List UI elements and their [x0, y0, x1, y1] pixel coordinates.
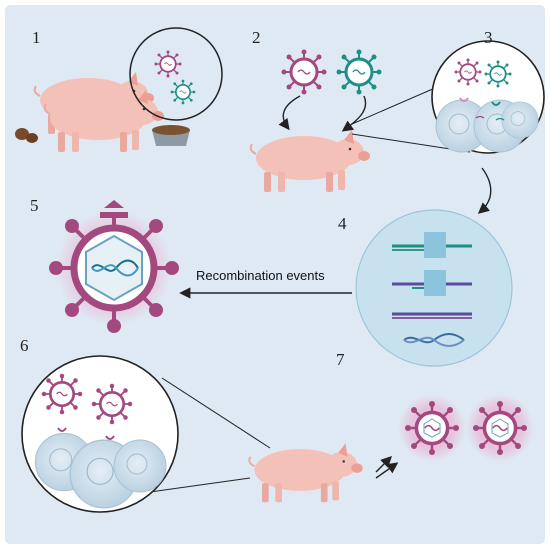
recombination-events-label: Recombination events: [196, 268, 325, 283]
step6-cell-infection-zoom: [21, 355, 271, 513]
step4-replication-zoom: [355, 209, 513, 367]
step7-spread: [248, 394, 534, 504]
step5-recombinant-virus: [49, 200, 179, 333]
step2-viruses: [249, 48, 383, 193]
step-number-3: 3: [484, 28, 493, 47]
step-number-2: 2: [252, 28, 261, 47]
step-number-5: 5: [30, 196, 39, 215]
step-number-1: 1: [32, 28, 41, 47]
step-number-6: 6: [20, 336, 29, 355]
step-number-4: 4: [338, 214, 347, 233]
step-number-7: 7: [336, 350, 345, 369]
step3-cell-infection-zoom: [351, 40, 545, 214]
step1-zoom-viruses: [129, 27, 223, 121]
step1-pigs: [15, 71, 190, 153]
